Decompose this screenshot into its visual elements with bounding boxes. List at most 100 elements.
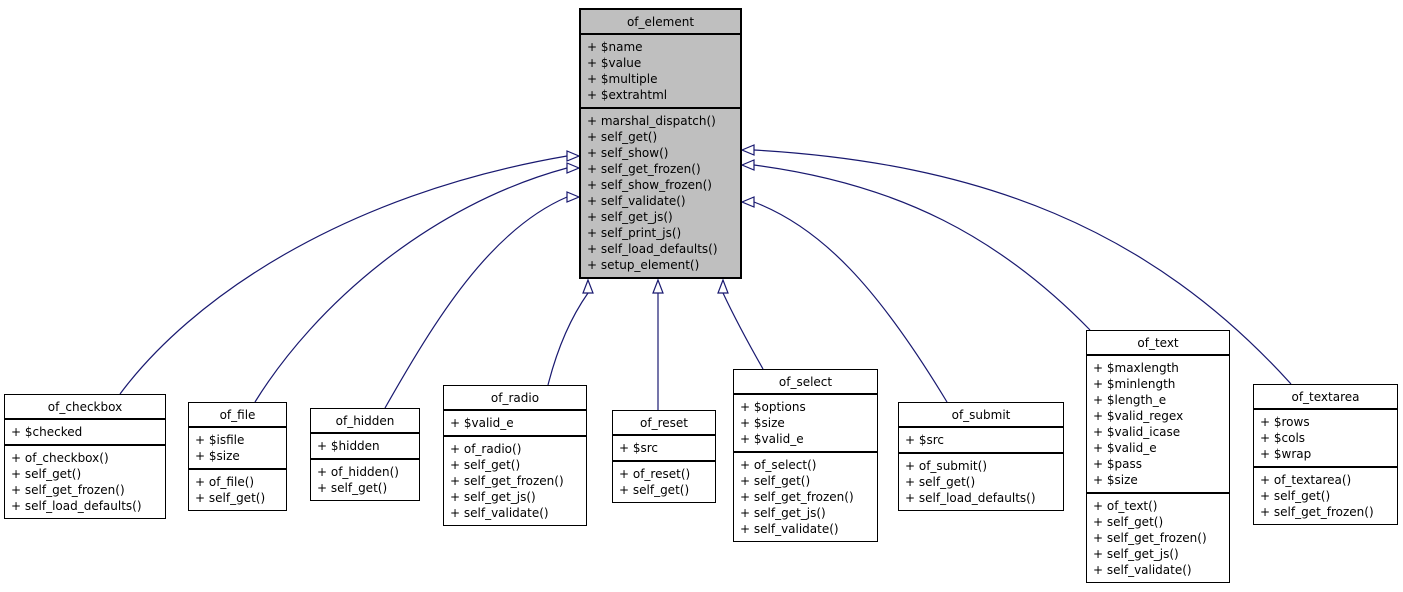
class-field: + $isfile (195, 433, 245, 447)
inheritance-edge-line (119, 155, 568, 395)
inheritance-arrow-of_hidden-to-of_element (384, 191, 581, 409)
class-method: + self_get_frozen() (11, 483, 125, 497)
class-methods-of_text: + of_text()+ self_get()+ self_get_frozen… (1087, 494, 1229, 582)
class-method: + self_get() (1093, 515, 1164, 529)
class-box-of_select[interactable]: of_select+ $options+ $size+ $valid_e+ of… (733, 369, 878, 542)
class-box-of_radio[interactable]: of_radio+ $valid_e + of_radio() + self_get… (443, 385, 587, 526)
inheritance-edge-line (753, 201, 948, 403)
class-method: + self_get_frozen() (450, 474, 564, 488)
class-method: + self_get() (587, 130, 658, 144)
inheritance-arrow-of_reset-to-of_element (652, 278, 664, 410)
class-field: + $valid_e (1093, 441, 1157, 455)
inheritance-arrow-of_textarea-to-of_element (740, 144, 1292, 385)
class-method: + self_get_js() (587, 210, 673, 224)
inheritance-arrowhead-icon (652, 278, 664, 294)
class-method: + of_file() (195, 475, 255, 489)
class-fields-of_checkbox: + $checked (5, 420, 165, 446)
class-title-of_file: of_file (189, 403, 286, 428)
inheritance-edge-line (753, 149, 1292, 385)
class-fields-of_submit: + $src (899, 428, 1063, 454)
class-method: + self_get_frozen() (740, 490, 854, 504)
inheritance-arrow-of_file-to-of_element (254, 162, 581, 403)
class-box-of_reset[interactable]: of_reset+ $src+ of_reset()+ self_get() (612, 410, 716, 503)
class-field: + $size (740, 416, 785, 430)
class-method: + of_radio() (450, 442, 522, 456)
class-field: + $hidden (317, 439, 380, 453)
class-methods-of_element: + marshal_dispatch() + self_get() + self_s… (581, 109, 740, 277)
class-field: + $wrap (1260, 447, 1312, 461)
class-field: + $size (1093, 473, 1138, 487)
class-methods-of_reset: + of_reset()+ self_get() (613, 462, 715, 502)
class-fields-of_reset: + $src (613, 436, 715, 462)
class-field: + $name (587, 40, 643, 54)
class-field: + $valid_icase (1093, 425, 1181, 439)
class-fields-of_radio: + $valid_e (444, 411, 586, 437)
class-box-of_checkbox[interactable]: of_checkbox+ $checked+ of_checkbox()+ se… (4, 394, 166, 519)
class-method: + self_show() (587, 146, 669, 160)
class-method: + self_get() (905, 475, 976, 489)
class-title-of_radio: of_radio (444, 386, 586, 411)
class-method: + self_get() (740, 474, 811, 488)
class-title-of_text: of_text (1087, 331, 1229, 356)
class-fields-of_textarea: + $rows+ $cols+ $wrap (1254, 410, 1397, 468)
class-method: + self_get() (195, 491, 266, 505)
class-box-of_textarea[interactable]: of_textarea+ $rows+ $cols+ $wrap+ of_tex… (1253, 384, 1398, 525)
inheritance-arrowhead-icon (740, 144, 755, 156)
class-box-of_submit[interactable]: of_submit+ $src+ of_submit()+ self_get()… (898, 402, 1064, 511)
class-box-of_file[interactable]: of_file+ $isfile+ $size+ of_file()+ self… (188, 402, 287, 511)
class-field: + $checked (11, 425, 83, 439)
class-method: + marshal_dispatch() (587, 114, 716, 128)
class-title-of_textarea: of_textarea (1254, 385, 1397, 410)
class-title-of_element: of_element (581, 10, 740, 35)
class-methods-of_textarea: + of_textarea() + self_get() + self_get_fr… (1254, 468, 1397, 524)
class-field: + $extrahtml (587, 88, 668, 102)
class-field: + $maxlength (1093, 361, 1179, 375)
class-method: + self_get_frozen() (1093, 531, 1207, 545)
class-box-of_text[interactable]: of_text+ $maxlength+ $minlength+ $length… (1086, 330, 1230, 583)
inheritance-arrowhead-icon (582, 278, 594, 294)
inheritance-arrowhead-icon (740, 159, 755, 171)
inheritance-edge-line (722, 292, 764, 370)
class-title-of_hidden: of_hidden (311, 409, 419, 434)
inheritance-arrow-of_checkbox-to-of_element (119, 150, 581, 395)
class-fields-of_hidden: + $hidden (311, 434, 419, 460)
class-title-of_checkbox: of_checkbox (5, 395, 165, 420)
class-box-of_hidden[interactable]: of_hidden+ $hidden+ of_hidden()+ self_ge… (310, 408, 420, 501)
class-method: + self_get() (450, 458, 521, 472)
class-method: + self_validate() (740, 522, 839, 536)
class-box-of_element: of_element+ $name+ $value+ $multiple+ $e… (579, 8, 742, 279)
class-method: + self_validate() (1093, 563, 1192, 577)
class-field: + $valid_regex (1093, 409, 1184, 423)
class-method: + of_textarea() (1260, 473, 1352, 487)
inheritance-arrowhead-icon (566, 191, 581, 203)
class-field: + $valid_e (740, 432, 804, 446)
class-method: + self_validate() (587, 194, 686, 208)
inheritance-arrowhead-icon (740, 196, 755, 208)
class-field: + $pass (1093, 457, 1142, 471)
inheritance-arrow-of_radio-to-of_element (547, 278, 594, 386)
class-methods-of_submit: + of_submit()+ self_get()+ self_load_def… (899, 454, 1063, 510)
class-method: + self_get() (1260, 489, 1331, 503)
class-methods-of_radio: + of_radio() + self_get() + self_get_froze… (444, 437, 586, 525)
class-methods-of_file: + of_file() + self_get() (189, 470, 286, 510)
inheritance-arrowhead-icon (566, 162, 581, 174)
inheritance-arrow-of_select-to-of_element (717, 278, 764, 370)
class-field: + $minlength (1093, 377, 1176, 391)
class-fields-of_text: + $maxlength+ $minlength+ $length_e+ $va… (1087, 356, 1229, 494)
class-method: + of_reset() (619, 467, 691, 481)
class-method: + self_get_js() (740, 506, 826, 520)
inheritance-arrowhead-icon (717, 278, 729, 294)
class-field: + $options (740, 400, 806, 414)
class-method: + self_get_frozen() (1260, 505, 1374, 519)
class-field: + $src (905, 433, 945, 447)
class-method: + of_select() (740, 458, 817, 472)
class-method: + setup_element() (587, 258, 700, 272)
class-method: + self_get_js() (450, 490, 536, 504)
inheritance-arrow-of_text-to-of_element (740, 159, 1091, 331)
class-fields-of_select: + $options + $size + $valid_e (734, 395, 877, 453)
class-field: + $multiple (587, 72, 658, 86)
class-field: + $rows (1260, 415, 1310, 429)
class-method: + self_get_frozen() (587, 162, 701, 176)
